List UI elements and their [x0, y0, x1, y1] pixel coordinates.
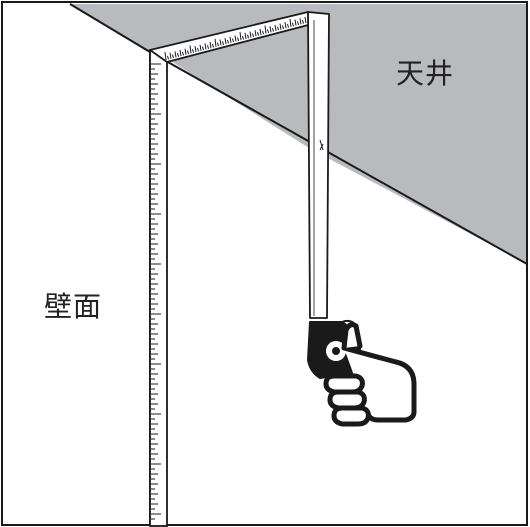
ruler-tick [292, 22, 294, 27]
ruler-tick [234, 35, 237, 42]
vertical-tape-ticks [151, 63, 161, 520]
ruler-tick [169, 52, 172, 59]
ruler-tick [199, 44, 202, 51]
ruler-tick [237, 37, 239, 41]
wall-label: 壁面 [44, 290, 103, 323]
ruler-tick [289, 18, 292, 28]
ruler-tick [284, 22, 287, 29]
ruler-tick [184, 48, 187, 55]
ceiling-label: 天井 [396, 57, 455, 90]
ceiling-diagonal-edge [149, 51, 528, 265]
ruler-tick [264, 25, 267, 34]
ruler-tick [219, 39, 222, 46]
hanging-tape-body [307, 11, 330, 319]
ruler-tick [164, 51, 167, 61]
ruler-tick [232, 38, 234, 43]
ruler-tick [172, 54, 174, 59]
ruler-tick [189, 45, 192, 54]
ruler-tick [192, 49, 194, 53]
ceiling-wall-edge [69, 3, 151, 53]
hand-icon [323, 322, 417, 427]
ruler-tick [209, 42, 212, 49]
tape-measure-icon [307, 319, 361, 379]
thumb [341, 322, 363, 351]
ruler-tick [304, 16, 307, 24]
ruler-tick [274, 24, 277, 32]
ruler-tick [297, 21, 299, 26]
ruler-tick [249, 31, 252, 38]
ruler-tick [194, 45, 197, 53]
ruler-tick [167, 55, 169, 60]
ruler-tick [247, 34, 249, 39]
ruler-tick [267, 29, 269, 34]
ruler-tick [212, 43, 214, 48]
ruler-tick [224, 38, 227, 45]
ruler-tick [262, 30, 264, 35]
ruler-tick [197, 47, 199, 52]
ruler-tick [229, 36, 232, 43]
ruler-tick [182, 51, 184, 56]
ruler-tick [214, 38, 217, 47]
ruler-tick [257, 31, 259, 36]
vertical-tape-body [149, 49, 168, 527]
ruler-tick [174, 51, 177, 58]
vertical-wall-tape [149, 49, 168, 527]
ruler-tick [259, 28, 262, 35]
ruler-tick [254, 30, 257, 37]
finger-3 [331, 405, 371, 427]
ruler-tick [227, 39, 229, 44]
ruler-tick [204, 43, 207, 50]
hanging-tape [307, 11, 330, 319]
ruler-tick [222, 41, 224, 45]
ruler-tick [269, 26, 272, 33]
ruler-tick [277, 26, 279, 31]
ruler-tick [217, 42, 219, 47]
ruler-tick [299, 18, 302, 25]
ruler-tick [239, 32, 242, 41]
ruler-tick [244, 32, 247, 39]
ruler-tick [279, 23, 282, 30]
hand-palm [341, 345, 417, 423]
ruler-tick [252, 33, 254, 38]
ruler-tick [177, 53, 179, 57]
ruler-tick [202, 46, 204, 51]
ruler-tick [282, 25, 284, 30]
ruler-tick [272, 27, 274, 32]
ruler-tick [187, 50, 189, 55]
ruler-tick [207, 45, 209, 49]
ruler-tick [294, 19, 297, 26]
ruler-tick [302, 20, 304, 24]
ruler-tick [179, 49, 182, 57]
ruler-tick [242, 35, 244, 40]
ceiling-tape-ticks [164, 16, 307, 61]
ruler-tick [287, 23, 289, 28]
